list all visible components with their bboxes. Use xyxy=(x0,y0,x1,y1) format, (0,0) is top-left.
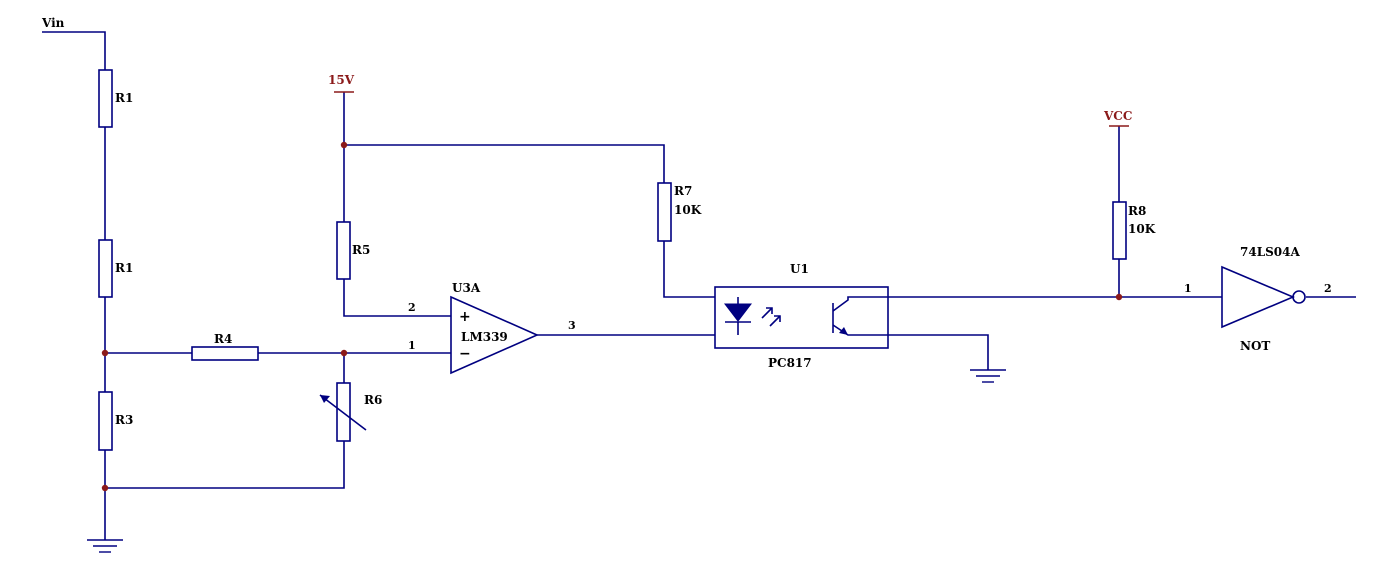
wires xyxy=(42,31,1356,540)
resistor-r1-mid xyxy=(98,239,113,298)
inverter-74ls04a xyxy=(1221,265,1306,329)
comparator-minus-sign: − xyxy=(459,346,471,362)
junction-ground xyxy=(101,484,109,492)
label-r4: R4 xyxy=(214,332,232,346)
wire-r7-opto xyxy=(663,241,715,298)
pin-comp-plus: 2 xyxy=(408,301,416,314)
label-opto-part: PC817 xyxy=(768,356,812,370)
optocoupler-u1 xyxy=(714,286,889,349)
ground-opto xyxy=(970,369,1006,383)
pin-comp-out: 3 xyxy=(568,319,576,332)
label-comparator-ref: U3A xyxy=(452,281,481,295)
junction-r8 xyxy=(1115,293,1123,301)
comparator-body xyxy=(450,295,539,375)
label-r1-top: R1 xyxy=(115,91,133,105)
light-arrow-2 xyxy=(769,315,781,327)
comparator-u3a xyxy=(450,295,539,375)
label-inverter-ref: 74LS04A xyxy=(1240,245,1301,259)
inverter-body xyxy=(1221,265,1296,329)
resistor-r7 xyxy=(657,182,672,242)
light-arrow-2-head xyxy=(774,315,781,322)
light-arrow-1 xyxy=(761,307,773,319)
comparator-plus-sign: + xyxy=(459,309,471,325)
pin-inv-in: 1 xyxy=(1184,282,1192,295)
r6-variable-arrow xyxy=(319,394,367,431)
label-r1-mid: R1 xyxy=(115,261,133,275)
resistor-r5 xyxy=(336,221,351,280)
optocoupler-body xyxy=(714,286,889,349)
wire-15v-r7 xyxy=(344,144,665,183)
label-r8-value: 10K xyxy=(1128,222,1156,236)
label-opto-ref: U1 xyxy=(790,262,809,276)
label-r3: R3 xyxy=(115,413,133,427)
power-symbols xyxy=(334,91,1129,127)
net-label-vcc: VCC xyxy=(1103,109,1132,123)
pin-inv-out: 2 xyxy=(1324,282,1332,295)
resistor-r8 xyxy=(1112,201,1127,260)
labels: Vin 15V VCC R1 R1 R3 R4 R5 R6 R7 10K R8 … xyxy=(41,16,1332,427)
junctions xyxy=(101,141,1123,492)
pin-comp-minus: 1 xyxy=(408,339,416,352)
resistor-r4 xyxy=(191,346,259,361)
wire-vin-input xyxy=(42,31,106,70)
resistor-r1-top xyxy=(98,69,113,128)
transistor-emitter-arrow xyxy=(839,327,848,335)
led-triangle xyxy=(723,303,753,322)
resistor-r3 xyxy=(98,391,113,451)
net-label-15v: 15V xyxy=(328,73,355,87)
wire-r6-bottom xyxy=(105,441,345,489)
resistor-r6 xyxy=(336,382,351,442)
label-inverter-part: NOT xyxy=(1240,339,1270,353)
label-r5: R5 xyxy=(352,243,370,257)
light-arrow-1-head xyxy=(766,307,773,314)
label-r7: R7 xyxy=(674,184,692,198)
ground-left xyxy=(87,539,123,553)
label-r6: R6 xyxy=(364,393,382,407)
label-comparator-part: LM339 xyxy=(461,330,508,344)
junction-15v xyxy=(340,141,348,149)
r6-arrow-head xyxy=(320,395,330,403)
net-label-vin: Vin xyxy=(41,16,65,30)
junction-divider xyxy=(101,349,109,357)
junction-r6 xyxy=(340,349,348,357)
label-r8: R8 xyxy=(1128,204,1146,218)
wire-r5-plus xyxy=(343,279,451,317)
resistors xyxy=(98,69,1127,451)
inverter-bubble xyxy=(1292,290,1306,304)
wire-opto-gnd xyxy=(888,334,989,370)
label-r7-value: 10K xyxy=(674,203,702,217)
transistor-collector xyxy=(832,296,888,312)
